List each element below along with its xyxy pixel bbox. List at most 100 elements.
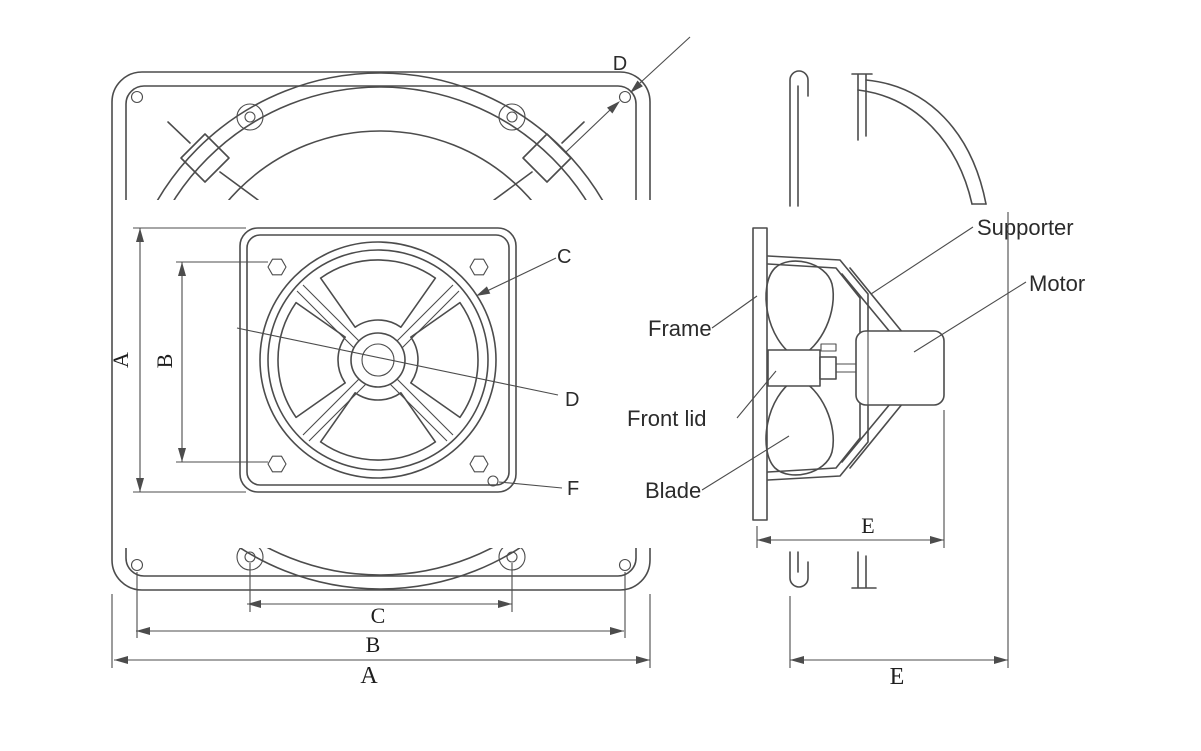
blade-lobe-bottom bbox=[765, 377, 834, 476]
hub-block bbox=[767, 349, 821, 387]
label-blade: Blade bbox=[645, 435, 790, 503]
edge-boss bbox=[236, 103, 264, 131]
leader-line bbox=[913, 281, 1027, 353]
label-frame: Frame bbox=[648, 295, 758, 341]
hub-outer bbox=[350, 332, 406, 388]
corner-hole bbox=[618, 90, 632, 104]
hex-bolt bbox=[469, 455, 489, 473]
frame-curl-top bbox=[789, 70, 809, 207]
grille-ring-outer bbox=[259, 241, 497, 479]
callout-d-top-label: D bbox=[613, 53, 627, 75]
hex-bolt bbox=[267, 455, 287, 473]
arrowhead bbox=[994, 656, 1008, 664]
callout-d-mid-line bbox=[236, 327, 559, 396]
extension-lines bbox=[136, 572, 626, 638]
edge-hole bbox=[506, 551, 518, 563]
arrowhead bbox=[930, 536, 944, 544]
callout-d-line-upper bbox=[639, 36, 691, 84]
side-view: Supporter Motor Frame Front lid Blade bbox=[627, 70, 1085, 690]
motor-body bbox=[855, 330, 945, 406]
front-lid-inner bbox=[246, 234, 510, 486]
edge-hole bbox=[244, 111, 256, 123]
side-top-profile bbox=[789, 70, 987, 207]
arrowhead bbox=[498, 600, 512, 608]
leader-line bbox=[736, 370, 777, 419]
bellmouth-edge-top bbox=[851, 73, 873, 141]
frame-curl-bottom bbox=[789, 551, 809, 588]
hood-curve-inner bbox=[857, 89, 973, 205]
callout-c-label: C bbox=[557, 246, 571, 268]
label-motor: Motor bbox=[913, 271, 1085, 353]
bellmouth-edge-bottom bbox=[851, 551, 877, 589]
dimension-a-left: A bbox=[108, 227, 246, 493]
callout-f: F bbox=[498, 478, 579, 500]
edge-hole bbox=[244, 551, 256, 563]
arrowhead bbox=[114, 656, 128, 664]
label-supporter: Supporter bbox=[870, 215, 1074, 295]
dim-a-left-label: A bbox=[108, 352, 133, 368]
dim-e-inner-label: E bbox=[861, 513, 874, 538]
vent-opening-bottom bbox=[319, 392, 437, 461]
supporter-label: Supporter bbox=[977, 215, 1074, 240]
label-front-lid: Front lid bbox=[627, 370, 777, 431]
motor-label: Motor bbox=[1029, 271, 1085, 296]
hood-curve-outer bbox=[865, 79, 987, 205]
arrowhead bbox=[610, 627, 624, 635]
dimension-b-left: B bbox=[152, 261, 268, 463]
dim-b-left-label: B bbox=[152, 354, 177, 369]
callout-d-mid-label: D bbox=[565, 389, 579, 411]
supporter-strut bbox=[219, 171, 259, 201]
extension-lines bbox=[133, 227, 246, 493]
side-bottom-profile bbox=[789, 551, 877, 589]
arrowhead bbox=[136, 228, 144, 242]
supporter-strut-lower bbox=[841, 397, 904, 469]
supporter-strut bbox=[493, 171, 533, 201]
leader-line bbox=[711, 295, 758, 329]
arrowhead bbox=[178, 448, 186, 462]
vent-opening-right bbox=[410, 301, 479, 419]
callout-c: C bbox=[476, 246, 571, 296]
arrowhead bbox=[247, 600, 261, 608]
arrowhead bbox=[136, 478, 144, 492]
extension-lines bbox=[176, 261, 268, 463]
callout-d-line-lower bbox=[565, 109, 611, 153]
leader-line bbox=[701, 435, 790, 491]
extension-lines bbox=[756, 410, 945, 548]
front-lid-label: Front lid bbox=[627, 406, 706, 431]
dim-c-bottom-label: C bbox=[371, 603, 386, 628]
grille-ring-inner bbox=[267, 249, 489, 471]
corner-hole bbox=[130, 90, 144, 104]
hub-step bbox=[819, 356, 837, 380]
arrowhead bbox=[630, 80, 643, 93]
motor-shaft bbox=[836, 363, 858, 373]
leader-line bbox=[870, 226, 974, 295]
frame-label: Frame bbox=[648, 316, 712, 341]
vent-opening-left bbox=[277, 301, 346, 419]
corner-hole bbox=[130, 558, 144, 572]
hub-inner bbox=[361, 343, 395, 377]
corner-hole bbox=[618, 558, 632, 572]
dim-e-bottom-label: E bbox=[890, 664, 905, 690]
arrowhead bbox=[476, 286, 491, 296]
supporter-strut-upper bbox=[841, 267, 904, 339]
supporter-strut bbox=[167, 121, 191, 144]
arrowhead bbox=[178, 262, 186, 276]
dimension-e-inner: E bbox=[756, 410, 945, 548]
front-view: D bbox=[108, 36, 691, 689]
supporter-strut bbox=[561, 121, 585, 144]
extension-lines bbox=[111, 594, 651, 668]
vent-opening-top bbox=[319, 259, 437, 328]
dimension-a-bottom: A bbox=[111, 594, 651, 689]
dimension-c-bottom: C bbox=[247, 563, 513, 628]
arrowhead bbox=[757, 536, 771, 544]
edge-hole bbox=[506, 111, 518, 123]
callout-f-label: F bbox=[567, 478, 579, 500]
dim-a-bottom-label: A bbox=[360, 663, 378, 689]
frame-plate bbox=[752, 227, 768, 521]
f-hole bbox=[487, 475, 499, 487]
callout-d-mid: D bbox=[236, 327, 579, 411]
callout-f-line bbox=[498, 481, 563, 489]
blade-label: Blade bbox=[645, 478, 701, 503]
